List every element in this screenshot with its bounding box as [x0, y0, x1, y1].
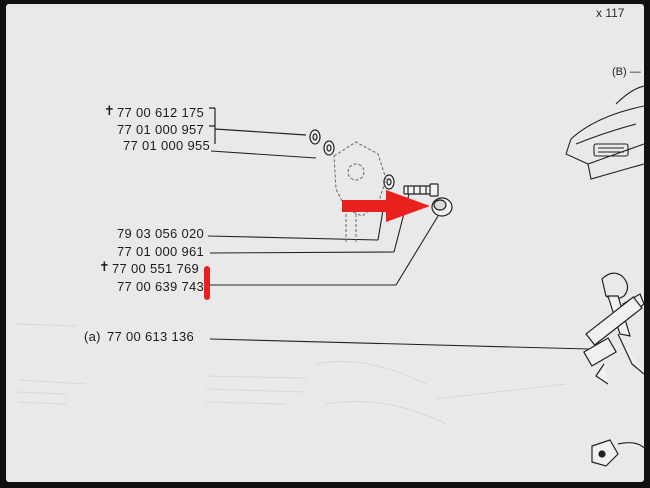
jack-sketch — [583, 272, 644, 467]
jack-part-prefix: (a) — [84, 329, 101, 344]
leader-lines — [207, 150, 590, 350]
dagger-mark: ✝ — [104, 104, 115, 119]
bolt-icon — [403, 183, 439, 197]
part-number: 77 01 000 955 — [123, 138, 211, 153]
highlight-arrow-icon — [342, 190, 430, 222]
jack-part-number: 77 00 613 136 — [107, 329, 195, 344]
bushing-icon — [431, 197, 453, 217]
reference-marker-b: (B) — — [612, 66, 641, 78]
part-number: 77 00 612 175 — [117, 105, 205, 120]
part-number-highlighted: 77 00 639 743 — [117, 279, 205, 294]
bracket-silhouette — [333, 141, 387, 244]
part-number: 79 03 056 020 — [117, 226, 205, 241]
dagger-mark: ✝ — [99, 260, 110, 275]
part-number-highlighted: 77 00 551 769 — [112, 261, 200, 276]
bleed-through-marks — [15, 323, 567, 425]
catalog-page: x 117 (B) — ✝ 77 00 612 175 77 01 000 95… — [6, 4, 644, 482]
bracket-group-1 — [209, 107, 307, 144]
corner-reference: x 117 — [596, 6, 625, 20]
part-number: 77 01 000 961 — [117, 244, 205, 259]
exploded-diagram — [15, 85, 644, 467]
highlight-marker — [204, 266, 210, 300]
part-number: 77 01 000 957 — [117, 122, 205, 137]
washer-icons — [309, 129, 395, 190]
car-body-sketch — [565, 85, 644, 180]
